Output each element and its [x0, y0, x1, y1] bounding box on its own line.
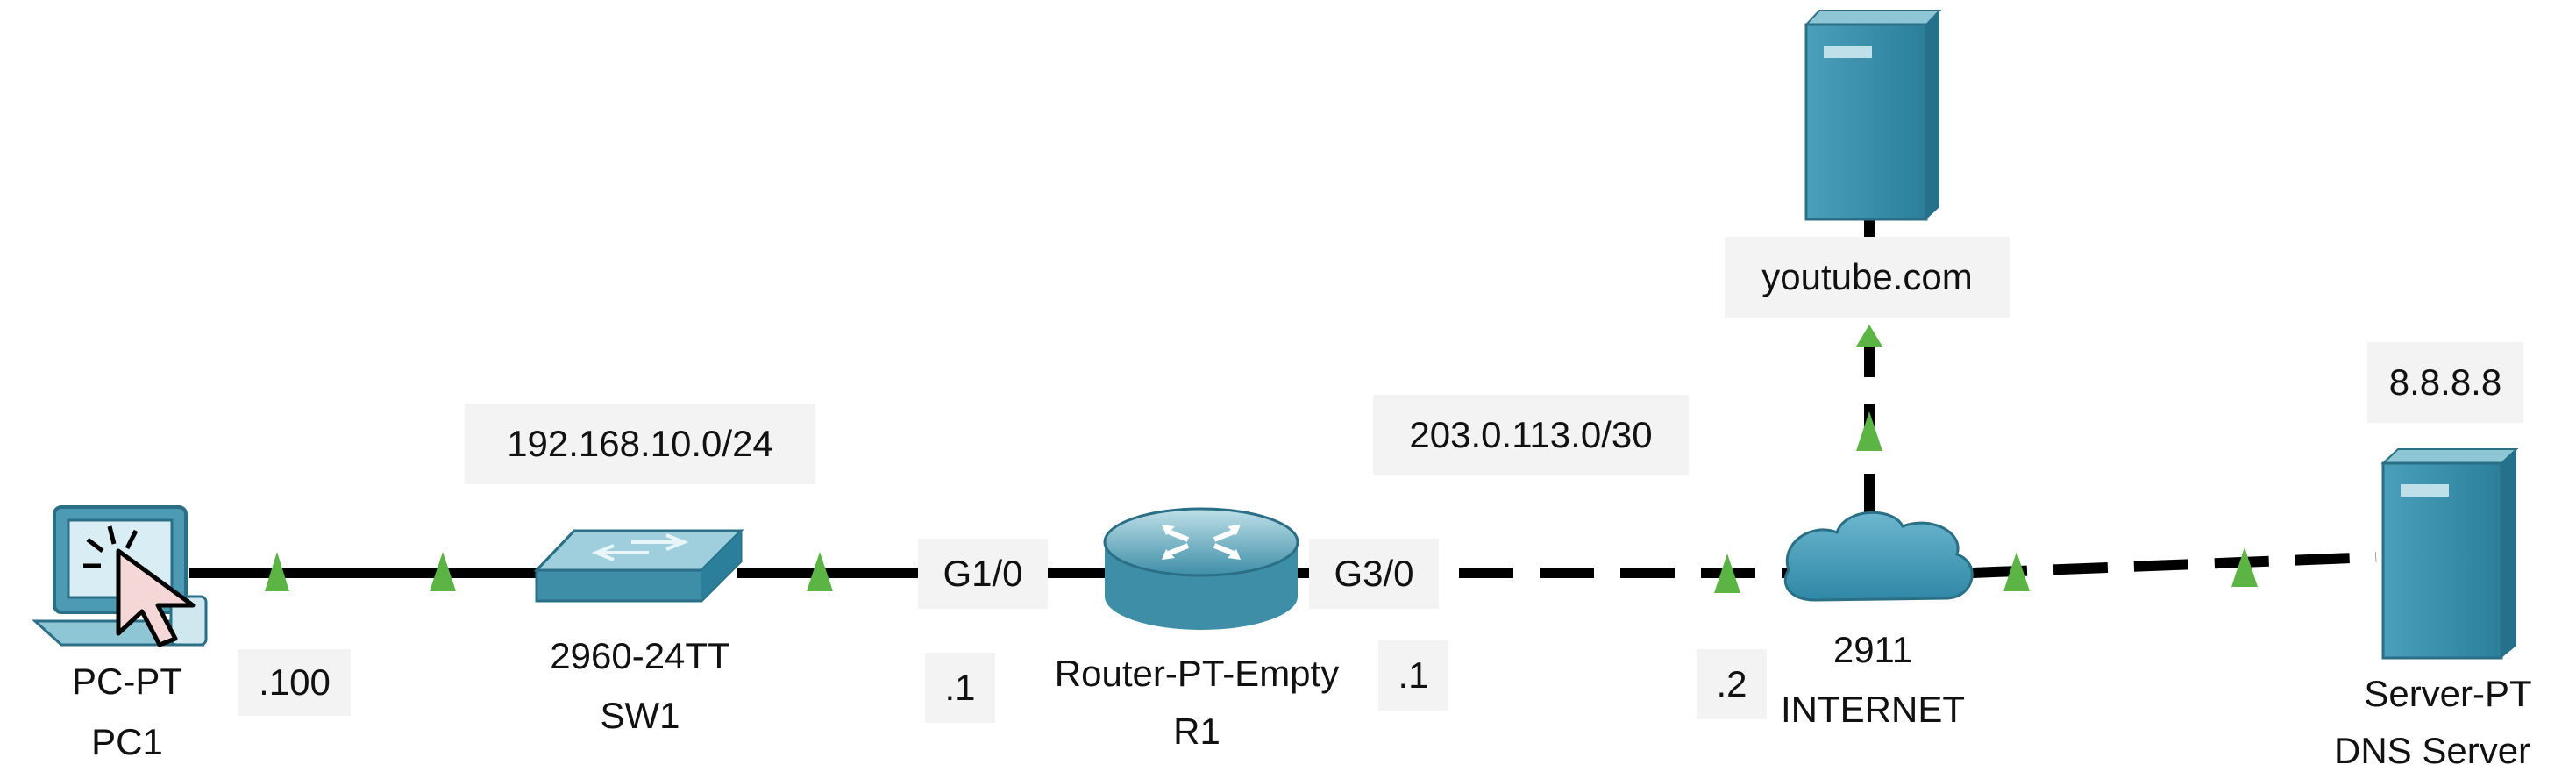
- link-up-indicator: [2003, 552, 2030, 591]
- router-interface-left: G1/0: [918, 539, 1048, 609]
- router-ip-right: .1: [1378, 640, 1448, 711]
- link-internet-dns[interactable]: [1972, 552, 2377, 578]
- link-up-indicator: [807, 552, 833, 591]
- wan-network-label: 203.0.113.0/30: [1373, 395, 1689, 475]
- router-icon[interactable]: [1103, 507, 1299, 630]
- switch-icon[interactable]: [533, 529, 744, 603]
- pc-model-label: PC-PT: [72, 661, 182, 702]
- lan-network-label: 192.168.10.0/24: [465, 404, 815, 484]
- pc-name-label: PC1: [91, 721, 163, 762]
- dns-ip-label: 8.8.8.8: [2367, 342, 2523, 423]
- server-icon[interactable]: [1804, 10, 1942, 221]
- internet-ip-label: .2: [1697, 649, 1767, 719]
- switch-model-label: 2960-24TT: [550, 635, 730, 676]
- dns-name-label: DNS Server: [2334, 730, 2531, 771]
- link-up-indicator: [1714, 554, 1740, 593]
- router-ip-left: .1: [925, 653, 995, 723]
- internet-name-label: INTERNET: [1781, 689, 1965, 730]
- link-up-indicator: [430, 552, 456, 591]
- router-model-label: Router-PT-Empty: [1054, 653, 1340, 694]
- hand-pointer-icon: [83, 525, 196, 647]
- link-up-indicator: [1856, 325, 1882, 347]
- link-up-indicator: [265, 552, 289, 591]
- pc-ip-label: .100: [238, 649, 351, 716]
- web-server-label: youtube.com: [1725, 237, 2010, 318]
- link-up-indicator: [1856, 411, 1882, 451]
- switch-name-label: SW1: [600, 695, 680, 736]
- dns-model-label: Server-PT: [2364, 673, 2532, 714]
- server-icon[interactable]: [2380, 448, 2519, 660]
- link-up-indicator: [2231, 547, 2258, 587]
- cloud-icon[interactable]: [1783, 511, 1974, 602]
- router-interface-right: G3/0: [1309, 539, 1439, 609]
- router-name-label: R1: [1173, 711, 1220, 752]
- internet-model-label: 2911: [1832, 629, 1913, 670]
